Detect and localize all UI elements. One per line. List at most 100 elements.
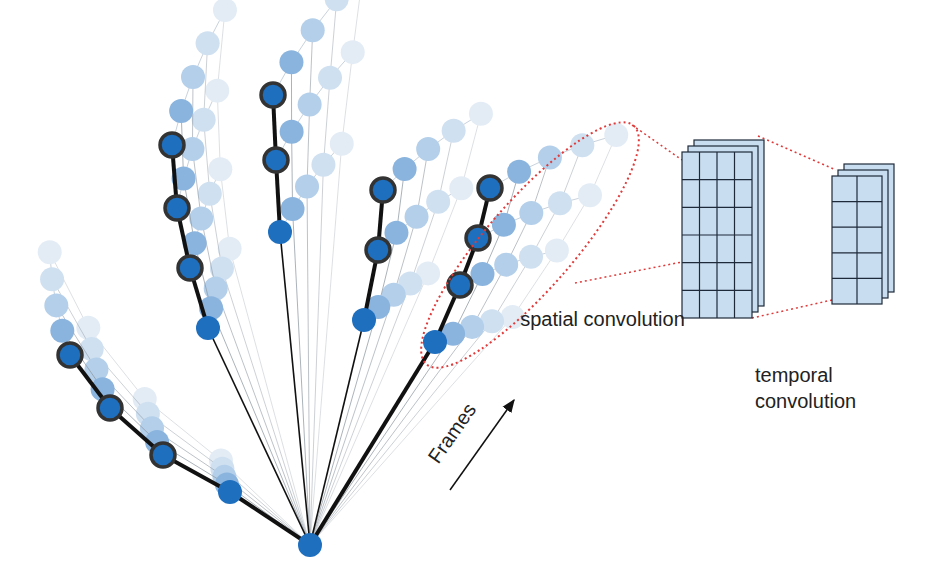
joint [160, 133, 184, 157]
feature-map [832, 176, 882, 304]
grid-line [682, 290, 752, 291]
joint [519, 201, 543, 225]
joint [205, 79, 229, 103]
leader-line [632, 125, 682, 160]
joint [570, 133, 594, 157]
joint [178, 256, 202, 280]
joint [311, 153, 335, 177]
bone [230, 249, 310, 545]
joint [545, 239, 569, 263]
joint [366, 238, 390, 262]
hand-skeleton [38, 0, 629, 557]
joint [548, 191, 572, 215]
temporal-links [50, 0, 617, 492]
joint [426, 190, 450, 214]
joint [189, 206, 213, 230]
joint [281, 197, 305, 221]
joint [352, 308, 376, 332]
joint [40, 267, 64, 291]
joint [538, 145, 562, 169]
spatial-feature-stack [682, 140, 764, 318]
bone [217, 10, 225, 91]
bone [280, 232, 310, 545]
bone [220, 169, 229, 249]
joint [325, 0, 349, 11]
bone [323, 78, 330, 165]
bone [310, 320, 364, 545]
joint [330, 132, 354, 156]
joint [494, 253, 518, 277]
joint [261, 83, 285, 107]
joint [507, 160, 531, 184]
joint [196, 316, 220, 340]
joint [470, 262, 494, 286]
joint [264, 148, 288, 172]
bone [310, 295, 394, 545]
hand-frame [44, 18, 562, 545]
grid-line [832, 252, 882, 253]
joint [165, 196, 189, 220]
bone [310, 307, 378, 545]
joint [469, 102, 493, 126]
hand-frame [38, 0, 629, 545]
grid-line [832, 227, 882, 228]
leader-line [575, 262, 682, 283]
operation-label: spatial convolution [520, 306, 685, 332]
bone [208, 328, 310, 545]
grid-line [856, 176, 857, 304]
temporal-link [172, 10, 225, 145]
joint [268, 220, 292, 244]
temporal-link [478, 195, 590, 238]
bone [310, 342, 435, 545]
root-joint [298, 533, 322, 557]
joint [196, 31, 220, 55]
temporal-feature-stack [832, 164, 894, 304]
hand-frame [58, 83, 502, 545]
grid-line [832, 201, 882, 202]
bone [293, 209, 310, 545]
grid-line [682, 234, 752, 235]
joint [492, 213, 516, 237]
joint [448, 273, 472, 297]
joint [38, 240, 62, 264]
grid-line [682, 179, 752, 180]
grid-line [832, 278, 882, 279]
temporal-link [490, 135, 616, 188]
bone [310, 284, 410, 545]
joint [423, 330, 447, 354]
joint [218, 480, 242, 504]
hand-frame [50, 50, 531, 545]
bone [310, 317, 513, 545]
joint [181, 65, 205, 89]
joint [295, 175, 319, 199]
bone [211, 308, 310, 545]
joint [192, 108, 216, 132]
hand-frame [40, 0, 594, 545]
joint [50, 319, 74, 343]
bone [310, 165, 323, 545]
bone [342, 52, 353, 144]
joint [208, 157, 232, 181]
joint [204, 276, 228, 300]
joint [578, 183, 602, 207]
joint [442, 119, 466, 143]
joint [280, 120, 304, 144]
selection-ellipse [393, 97, 667, 393]
joint [44, 293, 68, 317]
joint [318, 66, 342, 90]
feature-map [682, 152, 752, 318]
joint [393, 157, 417, 181]
joint [58, 343, 82, 367]
leader-line [758, 136, 836, 170]
bone [216, 288, 310, 545]
grid-line [682, 207, 752, 208]
joint [298, 92, 322, 116]
joint [341, 40, 365, 64]
joint [519, 245, 543, 269]
joint [198, 182, 222, 206]
joint [213, 0, 237, 22]
joint [301, 18, 325, 42]
joint [449, 176, 473, 200]
